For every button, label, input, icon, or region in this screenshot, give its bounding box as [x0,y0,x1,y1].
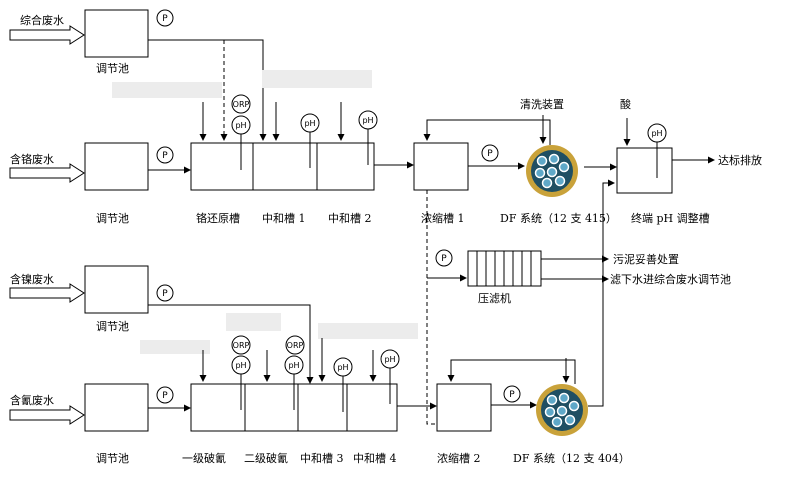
redacted-area [262,70,372,88]
acid-label: 酸 [620,97,631,111]
equalization-cyanide-label: 调节池 [96,452,129,465]
redacted-area [226,313,281,331]
svg-text:ORP: ORP [233,100,250,109]
inflow-nickel-arrow [9,283,85,303]
inflow-cyanide-label: 含氰废水 [10,393,54,407]
secondary-cyanide-label: 二级破氰 [244,451,288,465]
pump-icon: P [435,249,453,267]
ph-probe-icon: pH [284,355,304,410]
svg-text:P: P [487,149,493,159]
neutral-2-label: 中和槽 2 [328,212,372,225]
redacted-area [140,340,210,354]
svg-text:P: P [162,151,168,161]
svg-text:P: P [509,390,515,400]
orp-probe-icon: ORP [231,335,251,355]
chromium-reduction-label: 铬还原槽 [196,211,240,225]
return-flow-line [423,119,551,145]
chromium-treatment-train [190,142,375,191]
ph-probe-icon: pH [358,110,378,165]
ph-probe-icon: pH [380,349,400,404]
pump-icon: P [481,144,499,162]
svg-text:P: P [162,14,168,24]
return-flow-line [447,359,576,384]
flow-line [148,304,314,384]
pump-icon: P [503,385,521,403]
svg-text:pH: pH [235,121,246,130]
cleaning-device-label: 清洗装置 [520,98,564,111]
discharge-label: 达标排放 [718,153,762,167]
df-membrane-unit-upper [526,145,578,197]
pump-icon: P [156,284,174,302]
primary-cyanide-label: 一级破氰 [182,451,226,465]
final-ph-label: 终端 pH 调整槽 [631,211,710,225]
df-system-lower-label: DF 系统（12 支 404） [513,452,630,465]
concentrator-2-label: 浓缩槽 2 [437,452,481,465]
ph-probe-icon: pH [333,357,353,412]
redacted-area [112,82,222,98]
inflow-cyanide-arrow [9,405,85,425]
pump-icon: P [156,146,174,164]
redacted-area [318,323,418,339]
inflow-nickel-label: 含镍废水 [10,272,54,286]
neutral-4-label: 中和槽 4 [353,452,397,465]
equalization-composite-label: 调节池 [96,62,129,75]
flow-line [148,39,267,141]
inflow-chromium-label: 含铬废水 [10,152,54,166]
svg-text:pH: pH [384,355,395,364]
equalization-tank-cyanide [84,383,149,432]
concentrator-1-label: 浓缩槽 1 [421,212,465,225]
df-membrane-unit-lower [536,384,588,436]
pump-icon: P [156,386,174,404]
concentrator-tank-2 [436,383,492,432]
orp-probe-icon: ORP [285,335,305,355]
filter-press-icon [467,250,542,287]
svg-text:pH: pH [651,129,662,138]
svg-text:P: P [162,391,168,401]
svg-text:ORP: ORP [233,341,250,350]
final-ph-adjustment-tank [616,147,673,194]
filter-press-label: 压滤机 [478,291,511,305]
svg-text:pH: pH [362,116,373,125]
filtrate-return-label: 滤下水进综合废水调节池 [610,272,731,286]
equalization-tank-chromium [84,142,149,191]
svg-text:pH: pH [288,361,299,370]
equalization-tank-nickel [84,265,149,314]
ph-probe-icon: pH [300,113,320,168]
inflow-chromium-arrow [9,163,85,183]
svg-text:pH: pH [337,363,348,372]
ph-probe-icon: pH [231,355,251,410]
ph-probe-icon: pH [231,115,251,170]
svg-text:pH: pH [304,119,315,128]
neutral-1-label: 中和槽 1 [262,212,306,225]
neutral-3-label: 中和槽 3 [300,452,344,465]
equalization-chromium-label: 调节池 [96,212,129,225]
svg-text:P: P [441,254,447,264]
pump-icon: P [156,9,174,27]
svg-text:P: P [162,289,168,299]
svg-text:ORP: ORP [287,341,304,350]
inflow-composite-label: 综合废水 [20,13,64,27]
equalization-nickel-label: 调节池 [96,320,129,333]
ph-probe-icon: pH [647,123,667,178]
equalization-tank-composite [84,9,149,58]
sludge-disposal-label: 污泥妥善处置 [613,252,679,266]
sludge-line-dashed [426,190,437,425]
svg-text:pH: pH [235,361,246,370]
df-system-upper-label: DF 系统（12 支 415） [500,212,617,225]
concentrator-tank-1 [413,142,469,191]
permeate-flow-line [588,179,615,407]
orp-probe-icon: ORP [231,94,251,114]
inflow-composite-arrow [9,25,85,45]
